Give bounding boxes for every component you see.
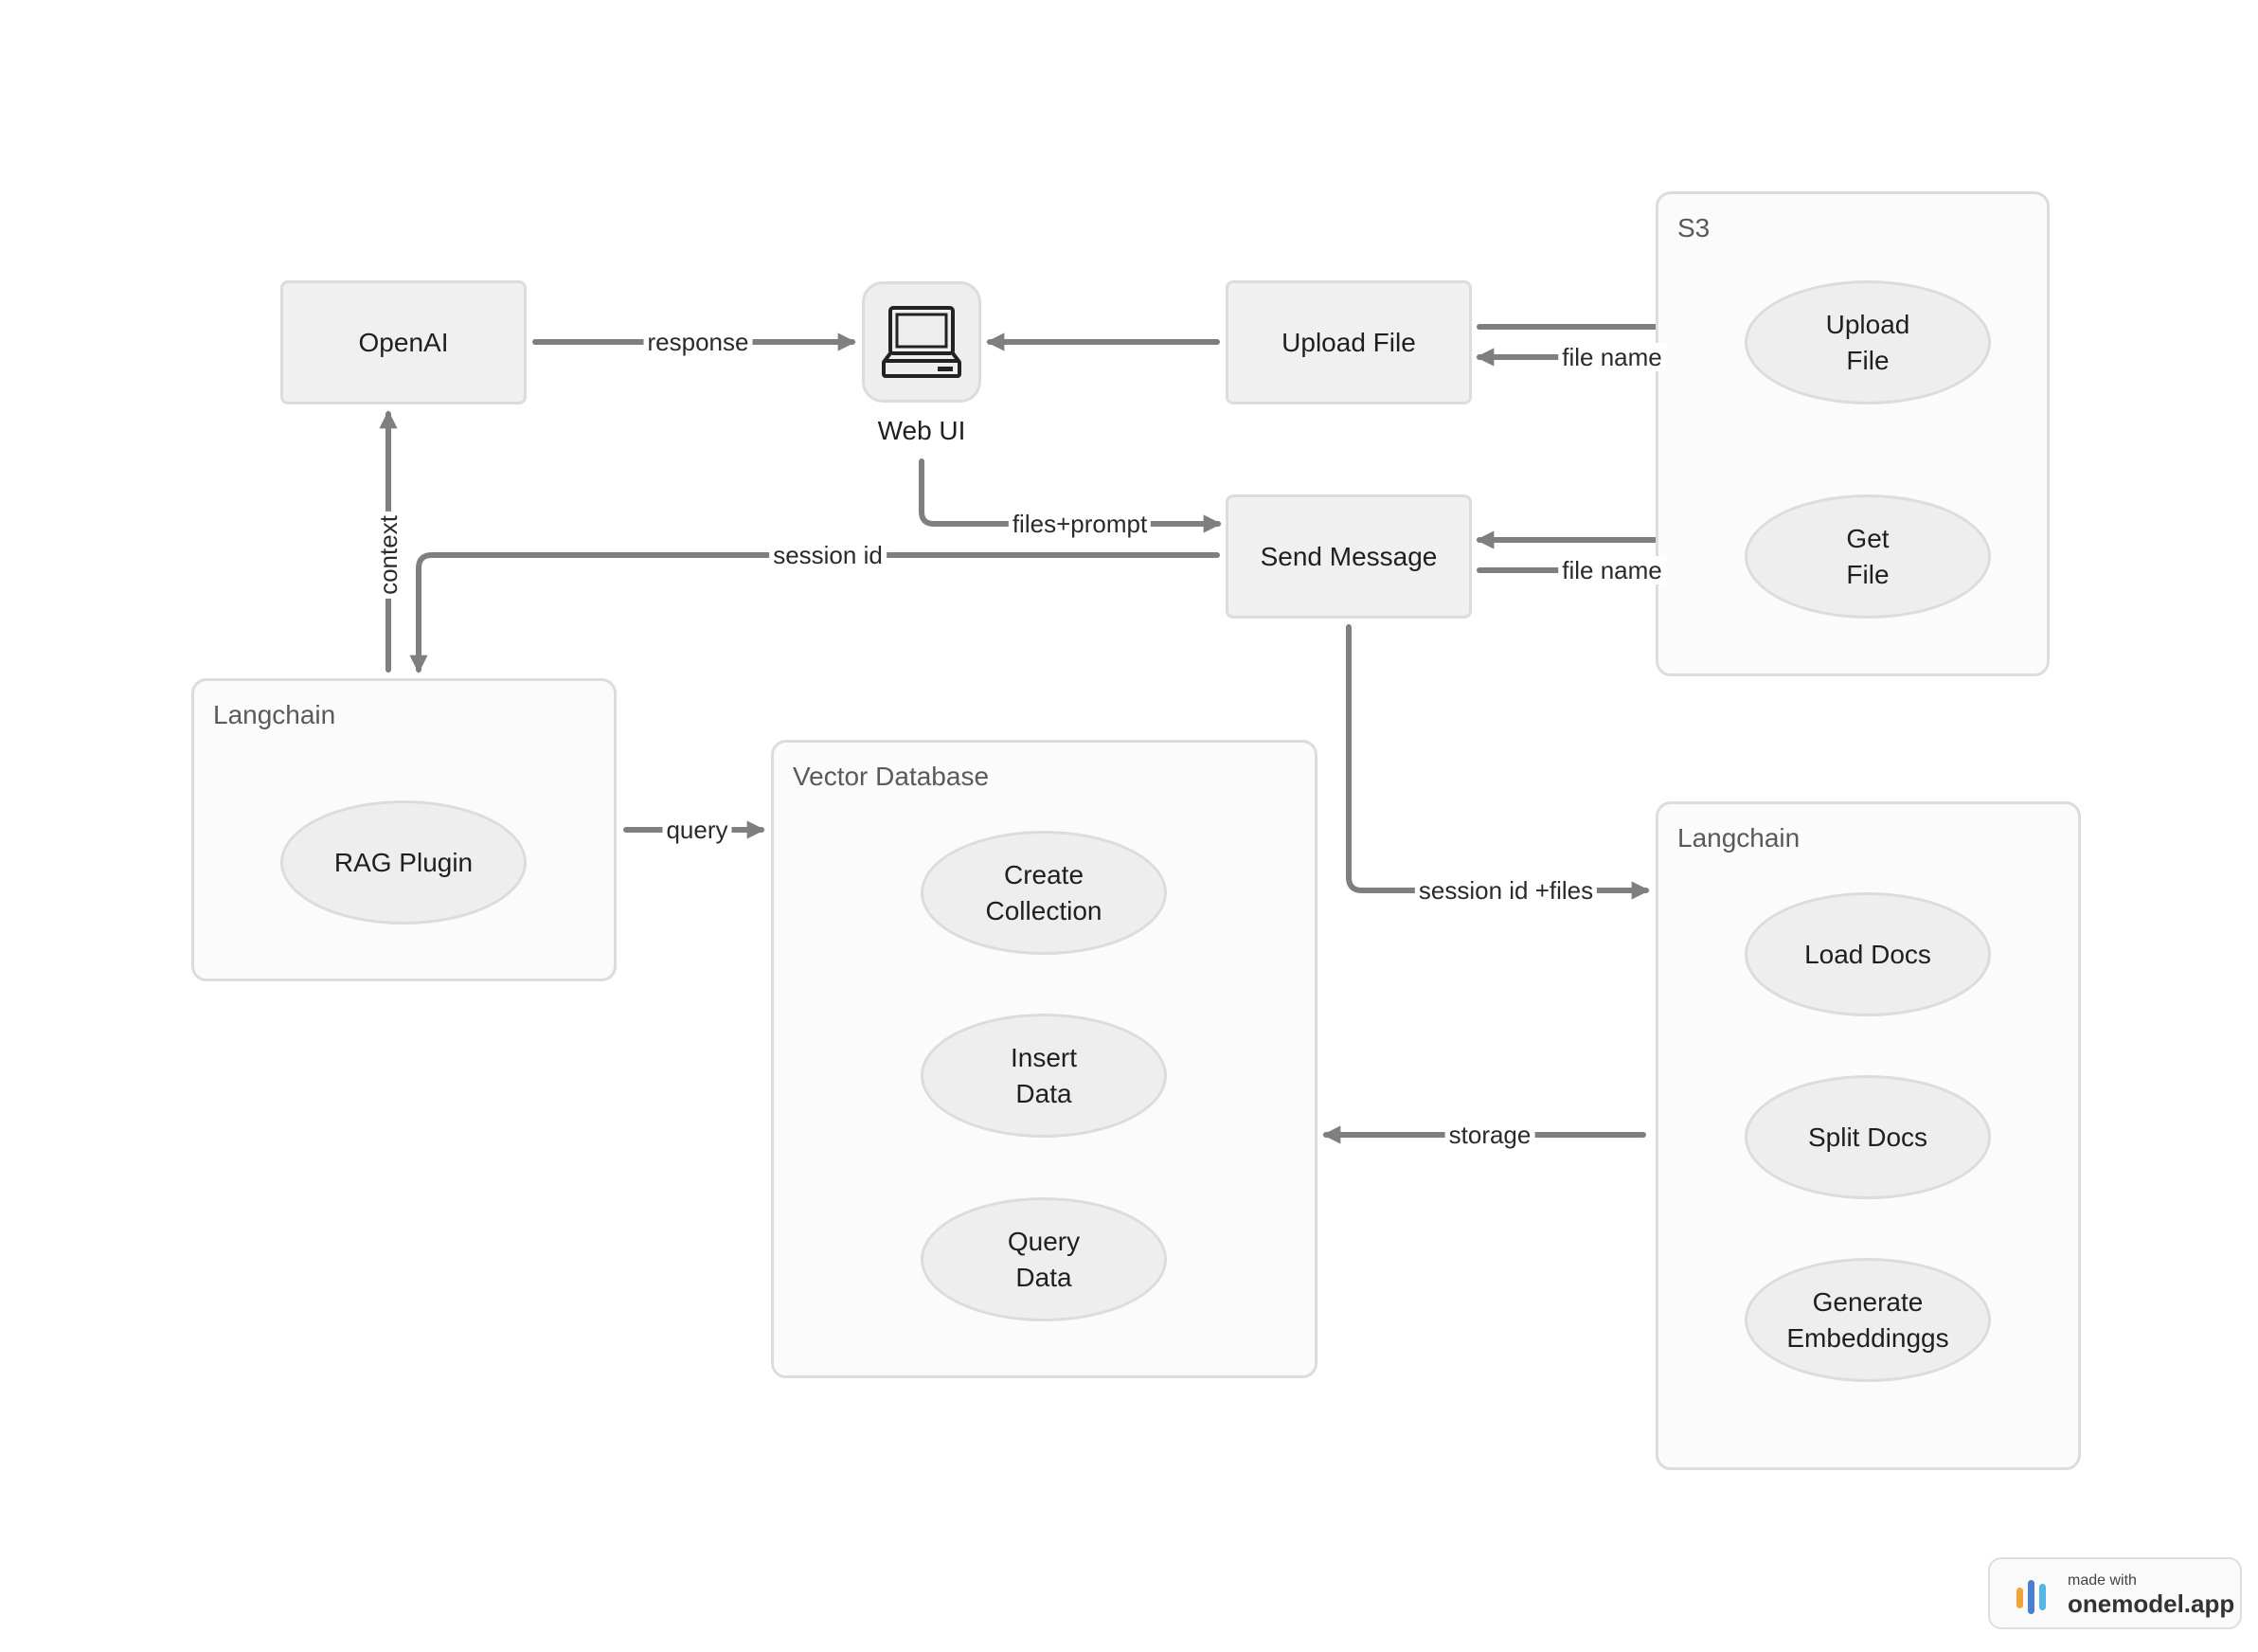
s3-upload-file-oval[interactable]: Upload File bbox=[1745, 280, 1991, 404]
send-message-node[interactable]: Send Message bbox=[1226, 494, 1472, 619]
openai-node[interactable]: OpenAI bbox=[280, 280, 527, 404]
edge-sendmessage-to-langchain-docs bbox=[1346, 624, 1650, 900]
edge-label-file-name-upload: file name bbox=[1558, 343, 1666, 371]
edge-label-context: context bbox=[374, 512, 403, 599]
web-ui-label: Web UI bbox=[877, 416, 966, 445]
edge-webui-to-sendmessage bbox=[919, 458, 1222, 533]
edge-label-session-id: session id bbox=[769, 541, 887, 569]
langchain-docs-group-title: Langchain bbox=[1677, 823, 1801, 853]
edge-label-query: query bbox=[662, 816, 732, 844]
badge-big-text: onemodel.app bbox=[2068, 1589, 2235, 1618]
computer-icon bbox=[882, 306, 961, 378]
badge-small-text: made with bbox=[2068, 1572, 2137, 1589]
insert-data-oval[interactable]: Insert Data bbox=[921, 1014, 1167, 1138]
generate-embeddings-oval[interactable]: Generate Embeddinggs bbox=[1745, 1258, 1991, 1382]
s3-get-file-oval[interactable]: Get File bbox=[1745, 494, 1991, 619]
made-with-badge[interactable]: made with onemodel.app bbox=[1988, 1557, 2242, 1629]
edge-label-response: response bbox=[643, 328, 753, 356]
edge-label-session-id-files: session id +files bbox=[1414, 876, 1598, 905]
langchain-rag-group-title: Langchain bbox=[213, 700, 336, 729]
edge-label-files-prompt: files+prompt bbox=[1008, 510, 1152, 538]
s3-group-title: S3 bbox=[1677, 213, 1711, 242]
query-data-oval[interactable]: Query Data bbox=[921, 1197, 1167, 1321]
onemodel-logo-icon bbox=[2016, 1580, 2046, 1614]
split-docs-oval[interactable]: Split Docs bbox=[1745, 1075, 1991, 1199]
load-docs-oval[interactable]: Load Docs bbox=[1745, 892, 1991, 1016]
edge-label-storage: storage bbox=[1444, 1121, 1535, 1149]
rag-plugin-oval[interactable]: RAG Plugin bbox=[280, 800, 527, 925]
create-collection-oval[interactable]: Create Collection bbox=[921, 831, 1167, 955]
edge-label-file-name-get: file name bbox=[1558, 556, 1666, 584]
upload-file-node[interactable]: Upload File bbox=[1226, 280, 1472, 404]
web-ui-node[interactable] bbox=[862, 281, 981, 403]
vector-database-group-title: Vector Database bbox=[793, 762, 990, 791]
edge-sendmessage-to-langchain-rag bbox=[409, 552, 1220, 673]
